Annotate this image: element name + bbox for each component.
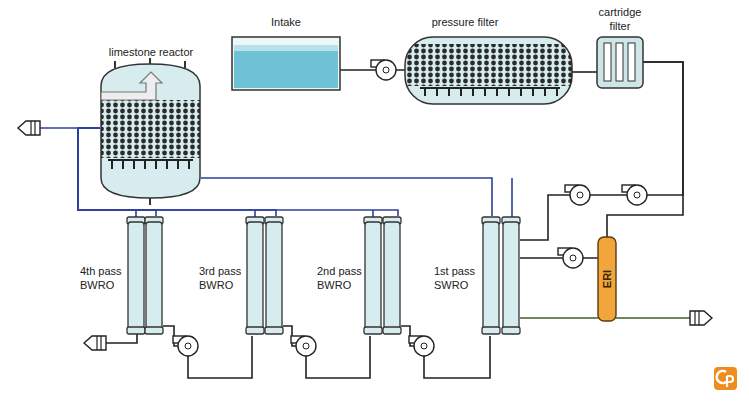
equipment-node: pressure filter — [405, 14, 572, 105]
equipment-node: 1st pass SWRO — [432, 216, 520, 336]
pipe-connector — [283, 326, 370, 378]
pipe-connector — [520, 317, 598, 319]
equipment-node: limestone reactor — [100, 44, 201, 200]
pipe-connector — [163, 326, 252, 378]
pipe-connector — [572, 71, 597, 73]
logo-mark — [714, 367, 737, 390]
pipe-connector — [520, 257, 598, 259]
cartridge-filter-housing — [597, 37, 643, 88]
equipment-label: cartridge filter — [597, 5, 643, 33]
equipment-label: limestone reactor — [109, 45, 193, 59]
pump-symbol — [622, 185, 647, 205]
outlet-line — [106, 334, 137, 343]
equipment-node: 4th pass BWRO — [78, 216, 163, 336]
outlet-symbol — [18, 121, 40, 135]
equipment-label: 2nd pass BWRO — [317, 264, 364, 292]
limestone-reactor-vessel — [101, 58, 200, 205]
equipment-node: 2nd pass BWRO — [315, 216, 401, 336]
intake-tank — [232, 37, 340, 90]
pipe-connector — [401, 326, 490, 378]
pressure-filter-vessel — [405, 37, 572, 104]
outlet-line — [616, 317, 690, 319]
equipment-label: Intake — [271, 15, 301, 29]
equipment-label: 3rd pass BWRO — [199, 264, 246, 292]
equipment-node: ERI — [598, 237, 616, 321]
outlet-symbol — [690, 311, 712, 325]
outlet-symbol — [84, 336, 106, 350]
pump-symbol — [565, 185, 590, 205]
pump-symbol — [409, 336, 434, 356]
pump-symbol — [558, 248, 583, 268]
equipment-label: 1st pass SWRO — [434, 264, 481, 292]
pump-symbol — [173, 336, 198, 356]
equipment-node: 3rd pass BWRO — [197, 216, 283, 336]
pump-symbol — [291, 336, 316, 356]
equipment-node: cartridge filter — [597, 4, 643, 88]
equipment-label: 4th pass BWRO — [80, 264, 127, 292]
branch-line — [511, 178, 513, 218]
outlet-lines — [40, 128, 690, 343]
equipment-label: ERI — [600, 270, 614, 288]
outlet-line — [40, 127, 78, 129]
equipment-label: pressure filter — [432, 15, 499, 29]
pump-symbol — [371, 60, 396, 80]
pumps — [173, 60, 647, 356]
membrane-vessels — [127, 217, 520, 334]
equipment-node: Intake — [232, 14, 340, 90]
eri-vessel — [598, 237, 616, 321]
